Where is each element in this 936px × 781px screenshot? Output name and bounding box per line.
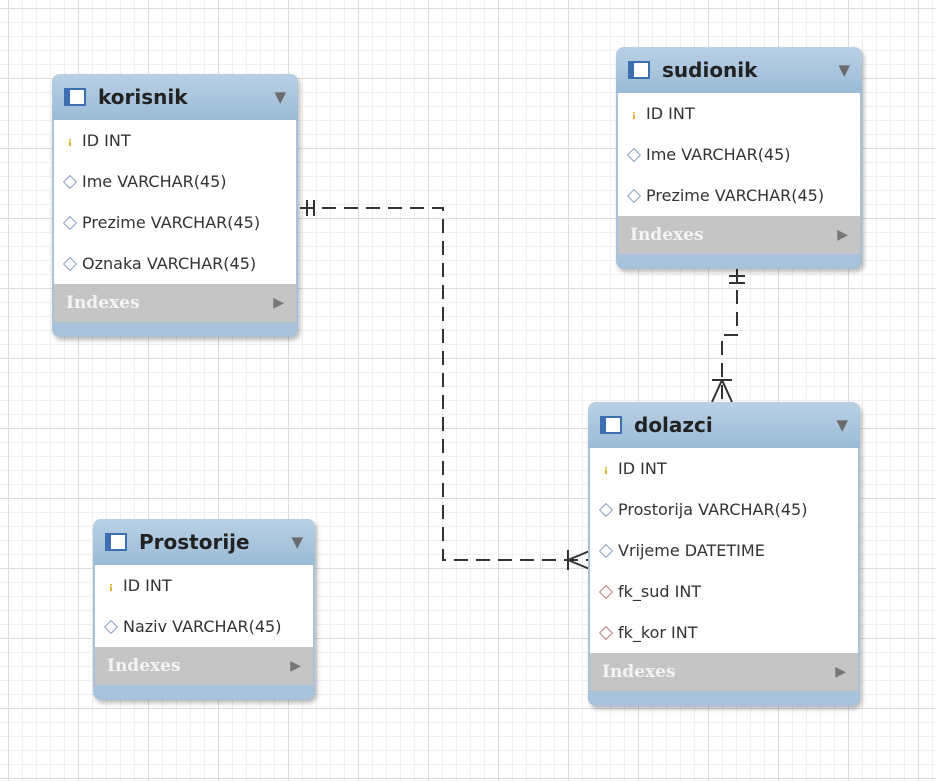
cardinality-many-marker	[711, 379, 733, 403]
chevron-down-icon[interactable]: ▼	[836, 416, 848, 434]
diamond-icon	[598, 502, 614, 517]
table-icon	[628, 61, 650, 79]
column-label: fk_sud INT	[618, 582, 702, 601]
diamond-icon	[626, 188, 642, 203]
column-row[interactable]: Naziv VARCHAR(45)	[95, 606, 313, 647]
table-name: korisnik	[98, 85, 188, 109]
column-label: ID INT	[618, 459, 667, 478]
column-label: Prezime VARCHAR(45)	[646, 186, 825, 205]
chevron-right-icon[interactable]: ▶	[835, 664, 846, 680]
column-label: Prezime VARCHAR(45)	[82, 213, 261, 232]
column-row[interactable]: ꜟ ID INT	[618, 93, 860, 134]
key-icon: ꜟ	[603, 458, 609, 479]
chevron-down-icon[interactable]: ▼	[291, 533, 303, 551]
relation-korisnik-dolazci[interactable]	[300, 207, 592, 561]
column-label: Naziv VARCHAR(45)	[123, 617, 282, 636]
table-icon	[600, 416, 622, 434]
diamond-icon	[626, 147, 642, 162]
indexes-label: Indexes	[602, 662, 676, 682]
cardinality-one-marker	[306, 200, 315, 216]
column-row[interactable]: ꜟ ID INT	[95, 565, 313, 606]
indexes-section[interactable]: Indexes ▶	[590, 653, 858, 691]
table-name: Prostorije	[139, 530, 250, 554]
indexes-label: Indexes	[630, 225, 704, 245]
table-name: dolazci	[634, 413, 713, 437]
column-row[interactable]: fk_kor INT	[590, 612, 858, 653]
chevron-right-icon[interactable]: ▶	[837, 227, 848, 243]
table-sudionik[interactable]: sudionik ▼ ꜟ ID INT Ime VARCHAR(45) Prez…	[616, 47, 862, 269]
relation-sudionik-dolazci[interactable]	[721, 268, 738, 402]
column-label: ID INT	[123, 576, 172, 595]
column-row[interactable]: Ime VARCHAR(45)	[618, 134, 860, 175]
column-label: Vrijeme DATETIME	[618, 541, 765, 560]
chevron-right-icon[interactable]: ▶	[290, 658, 301, 674]
column-row[interactable]: Prezime VARCHAR(45)	[618, 175, 860, 216]
table-korisnik[interactable]: korisnik ▼ ꜟ ID INT Ime VARCHAR(45) Prez…	[52, 74, 298, 337]
column-row[interactable]: ꜟ ID INT	[54, 120, 296, 161]
indexes-section[interactable]: Indexes ▶	[95, 647, 313, 685]
column-row[interactable]: Ime VARCHAR(45)	[54, 161, 296, 202]
table-header[interactable]: korisnik ▼	[52, 74, 298, 120]
table-icon	[64, 88, 86, 106]
chevron-down-icon[interactable]: ▼	[838, 61, 850, 79]
indexes-section[interactable]: Indexes ▶	[618, 216, 860, 254]
column-label: Oznaka VARCHAR(45)	[82, 254, 257, 273]
indexes-label: Indexes	[107, 656, 181, 676]
table-header[interactable]: Prostorije ▼	[93, 519, 315, 565]
column-row[interactable]: Vrijeme DATETIME	[590, 530, 858, 571]
column-label: fk_kor INT	[618, 623, 698, 642]
column-row[interactable]: ꜟ ID INT	[590, 448, 858, 489]
indexes-section[interactable]: Indexes ▶	[54, 284, 296, 322]
column-row[interactable]: Prezime VARCHAR(45)	[54, 202, 296, 243]
fk-diamond-icon	[598, 584, 614, 599]
table-header[interactable]: sudionik ▼	[616, 47, 862, 93]
diamond-icon	[62, 174, 78, 189]
indexes-label: Indexes	[66, 293, 140, 313]
column-label: Prostorija VARCHAR(45)	[618, 500, 808, 519]
diamond-icon	[62, 256, 78, 271]
table-dolazci[interactable]: dolazci ▼ ꜟ ID INT Prostorija VARCHAR(45…	[588, 402, 860, 706]
column-row[interactable]: Prostorija VARCHAR(45)	[590, 489, 858, 530]
fk-diamond-icon	[598, 625, 614, 640]
table-name: sudionik	[662, 58, 758, 82]
diamond-icon	[103, 619, 119, 634]
chevron-down-icon[interactable]: ▼	[274, 88, 286, 106]
key-icon: ꜟ	[67, 130, 73, 151]
chevron-right-icon[interactable]: ▶	[273, 295, 284, 311]
diamond-icon	[62, 215, 78, 230]
table-icon	[105, 533, 127, 551]
table-prostorije[interactable]: Prostorije ▼ ꜟ ID INT Naziv VARCHAR(45) …	[93, 519, 315, 700]
column-row[interactable]: fk_sud INT	[590, 571, 858, 612]
key-icon: ꜟ	[108, 575, 114, 596]
column-row[interactable]: Oznaka VARCHAR(45)	[54, 243, 296, 284]
diamond-icon	[598, 543, 614, 558]
key-icon: ꜟ	[631, 103, 637, 124]
table-header[interactable]: dolazci ▼	[588, 402, 860, 448]
column-label: Ime VARCHAR(45)	[646, 145, 791, 164]
cardinality-one-marker	[729, 275, 745, 284]
column-label: ID INT	[82, 131, 131, 150]
column-label: ID INT	[646, 104, 695, 123]
column-label: Ime VARCHAR(45)	[82, 172, 227, 191]
